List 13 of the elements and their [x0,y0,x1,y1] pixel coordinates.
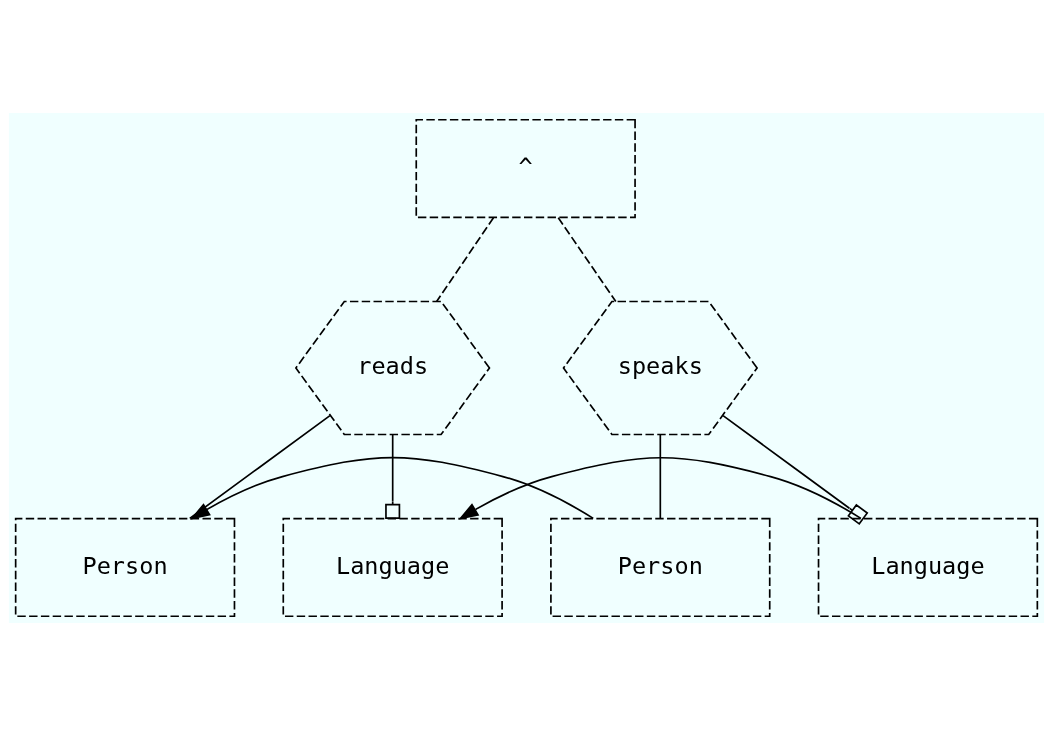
connector [435,216,495,302]
connector [557,216,617,302]
connector [188,414,331,519]
connector [385,433,401,519]
node-box: Language [817,517,1039,617]
connector [722,414,869,525]
node-box: Language [282,517,503,617]
node-box: Person [550,517,771,617]
node-box: Person [14,517,236,617]
connector [659,433,662,519]
arrow [189,456,595,520]
arrow [458,456,862,520]
node-box: ^ [415,118,636,218]
